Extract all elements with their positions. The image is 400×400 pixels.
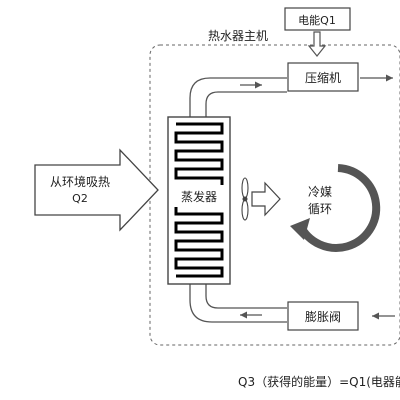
airflow-arrow	[251, 181, 281, 217]
fan-icon	[241, 177, 249, 221]
electric-energy-label: 电能Q1	[298, 13, 336, 27]
compressor-box	[287, 62, 359, 92]
circulation-arrow-icon	[290, 164, 381, 252]
evaporator-label-bg	[172, 185, 226, 207]
environment-heat-arrow	[34, 148, 159, 232]
electric-input-arrow	[307, 31, 327, 57]
refrigerant-label: 冷媒	[308, 185, 332, 199]
expansion-valve-label: 膨胀阀	[305, 310, 341, 324]
refrigerant-pipe-top-inner	[205, 91, 287, 118]
refrigerant-pipe-bottom-inner	[205, 282, 287, 309]
main-unit-title: 热水器主机	[208, 29, 268, 43]
energy-formula: Q3（获得的能量）=Q1(电器能	[238, 374, 400, 389]
refrigerant-pipe-top	[189, 77, 287, 118]
expansion-valve-box	[287, 301, 359, 331]
evaporator-label: 蒸发器	[181, 189, 217, 204]
refrigerant-pipe-bottom	[189, 282, 287, 323]
compressor-label: 压缩机	[305, 70, 341, 85]
circulation-label: 循环	[308, 202, 332, 216]
environment-heat-q2: Q2	[72, 192, 88, 205]
environment-heat-label: 从环境吸热	[50, 174, 110, 189]
electric-energy-box	[284, 7, 351, 31]
